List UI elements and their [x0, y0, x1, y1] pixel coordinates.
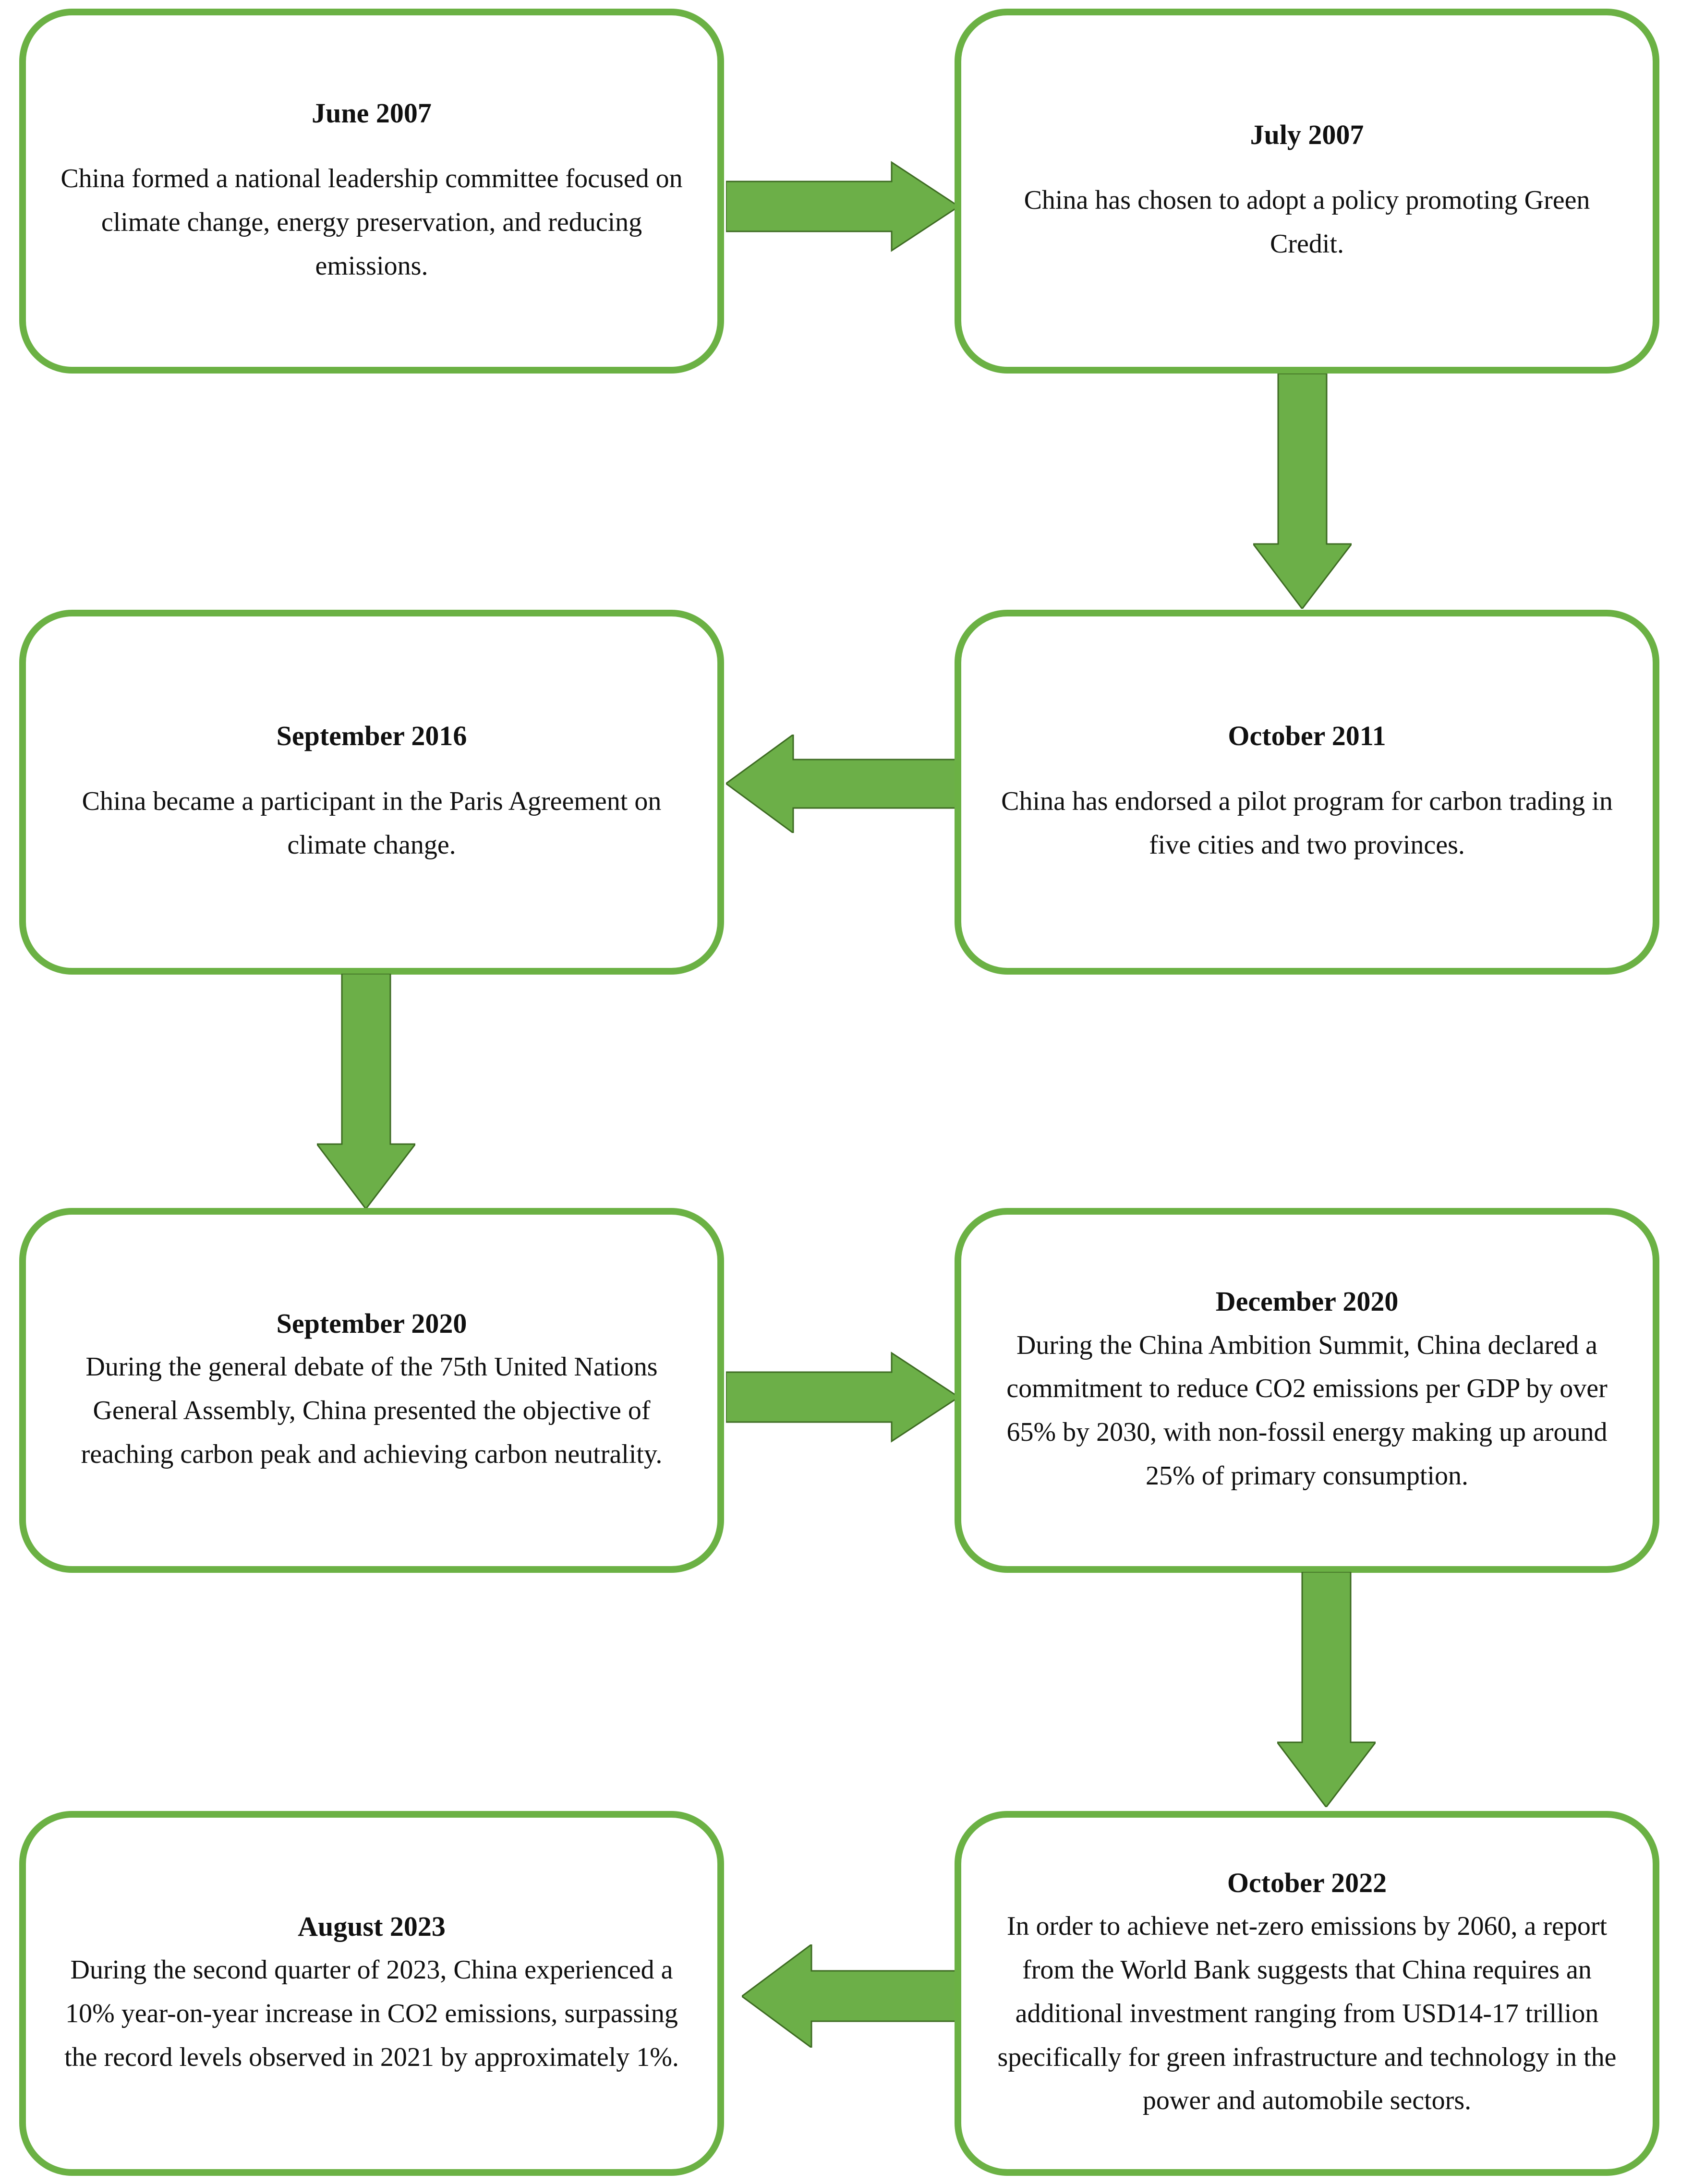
- node-october-2011-title: October 2011: [1228, 720, 1386, 752]
- arrow-december2020-to-october2022: [1277, 1572, 1376, 1807]
- arrow-october2011-to-september2016: [726, 735, 961, 833]
- node-december-2020[interactable]: December 2020 During the China Ambition …: [955, 1208, 1659, 1573]
- node-june-2007-body: China formed a national leadership commi…: [60, 164, 683, 281]
- node-october-2022[interactable]: October 2022 In order to achieve net-zer…: [955, 1811, 1659, 2176]
- node-december-2020-title: December 2020: [1215, 1286, 1399, 1317]
- node-july-2007-title: July 2007: [1250, 119, 1364, 151]
- node-september-2020-title: September 2020: [276, 1307, 467, 1339]
- node-june-2007-title: June 2007: [312, 97, 432, 129]
- arrow-october2022-to-august2023: [742, 1944, 963, 2048]
- node-july-2007[interactable]: July 2007 China has chosen to adopt a po…: [955, 9, 1659, 374]
- node-october-2022-body: In order to achieve net-zero emissions b…: [997, 1911, 1617, 2116]
- node-september-2016-title: September 2016: [276, 720, 467, 752]
- node-august-2023[interactable]: August 2023 During the second quarter of…: [19, 1811, 724, 2176]
- node-june-2007[interactable]: June 2007 China formed a national leader…: [19, 9, 724, 374]
- arrow-september2020-to-december2020: [726, 1349, 959, 1445]
- node-october-2022-title: October 2022: [1227, 1867, 1387, 1899]
- node-july-2007-body: China has chosen to adopt a policy promo…: [1024, 185, 1590, 259]
- node-august-2023-title: August 2023: [298, 1910, 446, 1942]
- arrow-june2007-to-july2007: [726, 158, 959, 254]
- node-october-2011-body: China has endorsed a pilot program for c…: [1001, 786, 1613, 860]
- node-october-2011[interactable]: October 2011 China has endorsed a pilot …: [955, 610, 1659, 975]
- node-december-2020-body: During the China Ambition Summit, China …: [1006, 1330, 1608, 1491]
- arrow-july2007-to-october2011: [1253, 374, 1352, 609]
- arrow-september2016-to-september2020: [317, 974, 415, 1209]
- node-september-2016-body: China became a participant in the Paris …: [82, 786, 662, 860]
- node-august-2023-body: During the second quarter of 2023, China…: [64, 1955, 679, 2072]
- node-september-2020-body: During the general debate of the 75th Un…: [81, 1352, 663, 1469]
- node-september-2020[interactable]: September 2020 During the general debate…: [19, 1208, 724, 1573]
- node-september-2016[interactable]: September 2016 China became a participan…: [19, 610, 724, 975]
